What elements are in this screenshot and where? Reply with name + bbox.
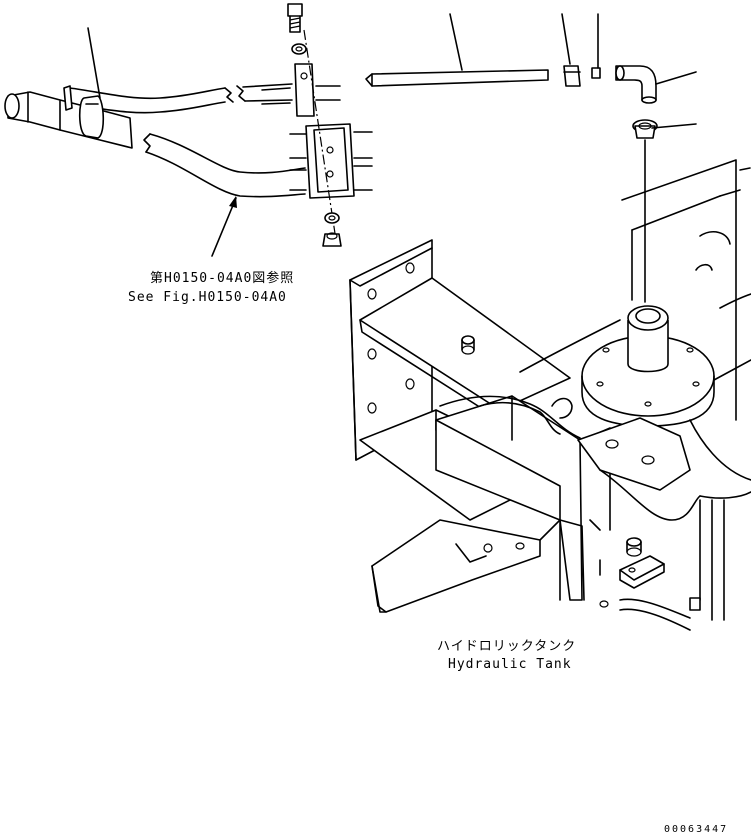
pipe-fittings (365, 65, 658, 303)
frame-bracket (349, 239, 611, 613)
leader-lines (87, 13, 697, 257)
tank-label-jp: ハイドロリックタンク (437, 639, 576, 654)
reference-label-jp: 第H0150-04A0図参照 (150, 270, 294, 286)
tank-callout: ハイドロリックタンク Hydraulic Tank (437, 639, 576, 672)
reference-callout: 第H0150-04A0図参照 See Fig.H0150-04A0 (128, 270, 294, 305)
clamp-bracket (261, 3, 373, 247)
hose-assembly (4, 83, 306, 198)
hydraulic-tank (519, 159, 751, 631)
tank-label-en: Hydraulic Tank (448, 657, 572, 672)
drawing-number: 00063447 (664, 824, 728, 835)
reference-label-en: See Fig.H0150-04A0 (128, 290, 287, 305)
